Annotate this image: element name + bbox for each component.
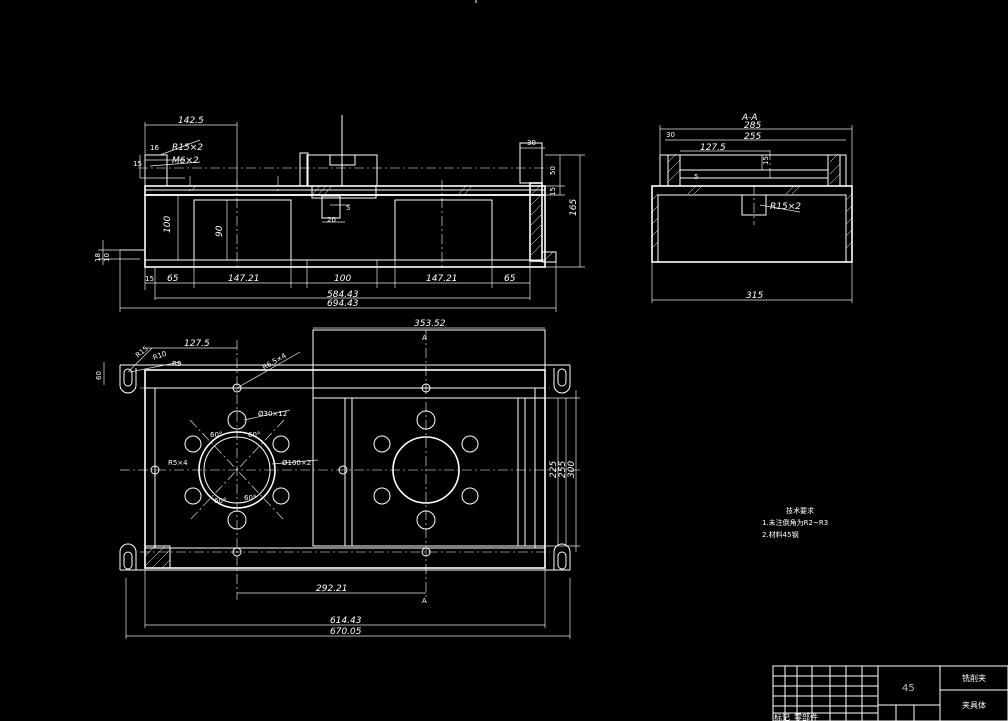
dim-165: 165 bbox=[569, 199, 579, 216]
u-slots bbox=[119, 365, 571, 570]
title-name-1: 铣削夹 bbox=[962, 673, 986, 683]
dim-353: 353.52 bbox=[414, 319, 446, 329]
angle-60-b: 60° bbox=[248, 431, 260, 439]
dim-694: 694.43 bbox=[327, 299, 359, 309]
section-mark-bottom: A bbox=[422, 597, 427, 605]
dim-15-left: 15 bbox=[133, 160, 142, 168]
technical-notes: 技术要求 1.未注倒角为R2~R3 2.材料45钢 bbox=[762, 506, 828, 539]
front-window-left bbox=[193, 199, 292, 261]
angle-60-c: 60° bbox=[214, 497, 226, 505]
dim-r5x4: R5×4 bbox=[168, 459, 188, 467]
dim-18: 18 bbox=[94, 253, 102, 262]
dim-15-bottom: 15 bbox=[145, 275, 154, 283]
dim-5-section: 5 bbox=[694, 173, 698, 181]
title-material: 45 bbox=[902, 683, 915, 694]
dim-142-5: 142.5 bbox=[178, 116, 204, 126]
dim-100-horz: 100 bbox=[334, 274, 351, 284]
angle-60-a: 60° bbox=[210, 431, 222, 439]
dim-670: 670.05 bbox=[330, 627, 362, 637]
dim-127-section: 127.5 bbox=[700, 143, 726, 153]
dim-r15x2-front: R15×2 bbox=[172, 143, 203, 153]
dim-15-right: 15 bbox=[549, 187, 557, 196]
dim-30-section: 30 bbox=[666, 131, 675, 139]
front-base-body bbox=[144, 194, 546, 268]
front-window-right bbox=[394, 199, 493, 261]
dim-100-vert: 100 bbox=[163, 216, 173, 233]
dim-15-section: 15 bbox=[762, 156, 770, 165]
dim-225: 225 bbox=[549, 461, 559, 478]
dim-315: 315 bbox=[746, 291, 763, 301]
dim-292: 292.21 bbox=[316, 584, 348, 594]
front-view: 142.5 16 15 R15×2 M6×2 100 90 30 15 50 1… bbox=[94, 115, 585, 312]
dim-255-section: 255 bbox=[744, 132, 761, 142]
front-right-bracket bbox=[519, 142, 543, 184]
dim-10: 10 bbox=[103, 253, 111, 262]
title-mark: 标记 bbox=[774, 712, 790, 721]
section-mark-top: A bbox=[422, 334, 427, 342]
dim-65-left: 65 bbox=[167, 274, 179, 284]
notes-line-1: 1.未注倒角为R2~R3 bbox=[762, 518, 828, 527]
dim-16: 16 bbox=[150, 144, 159, 152]
dim-50: 50 bbox=[549, 166, 557, 175]
dim-r15x2-section: R15×2 bbox=[770, 202, 801, 212]
dim-147-left: 147.21 bbox=[228, 274, 260, 284]
dim-5: 5 bbox=[346, 204, 350, 212]
title-part: 零部件 bbox=[794, 712, 818, 721]
dim-phi100: Ø100×2 bbox=[282, 459, 311, 467]
dim-614: 614.43 bbox=[330, 616, 362, 626]
dim-300: 300 bbox=[567, 461, 577, 478]
top-view: A A 353.52 127.5 60 R15 R10 R9 R6.5×4 Ø3… bbox=[95, 319, 580, 639]
dim-285: 285 bbox=[744, 121, 761, 131]
dim-584: 584.43 bbox=[327, 290, 359, 300]
angle-60-d: 60° bbox=[244, 494, 256, 502]
title-name-2: 夹具体 bbox=[962, 700, 986, 710]
dim-20: 20 bbox=[327, 216, 336, 224]
dim-r9: R9 bbox=[172, 360, 181, 368]
dim-65-right: 65 bbox=[504, 274, 516, 284]
section-base bbox=[651, 185, 853, 263]
dim-r15: R15 bbox=[134, 345, 150, 360]
title-block: 45 铣削夹 夹具体 零部件 标记 bbox=[772, 665, 1008, 721]
dim-90: 90 bbox=[215, 225, 225, 237]
dim-255-top: 255 bbox=[558, 461, 568, 478]
section-top-frame bbox=[659, 154, 847, 187]
notes-line-2: 2.材料45钢 bbox=[762, 530, 799, 539]
dim-147-right: 147.21 bbox=[426, 274, 458, 284]
dim-m6x2: M6×2 bbox=[172, 156, 199, 166]
dim-127-top: 127.5 bbox=[184, 339, 210, 349]
dim-phi30: Ø30×12 bbox=[258, 410, 287, 418]
dim-60: 60 bbox=[95, 371, 103, 380]
section-title: A-A bbox=[741, 113, 758, 123]
notes-title: 技术要求 bbox=[786, 506, 814, 515]
dim-r10: R10 bbox=[152, 350, 168, 362]
section-view-a-a: A-A 285 255 30 127.5 bbox=[651, 113, 853, 303]
dim-r6-5x4: R6.5×4 bbox=[261, 351, 288, 371]
dim-30-front: 30 bbox=[527, 139, 536, 147]
